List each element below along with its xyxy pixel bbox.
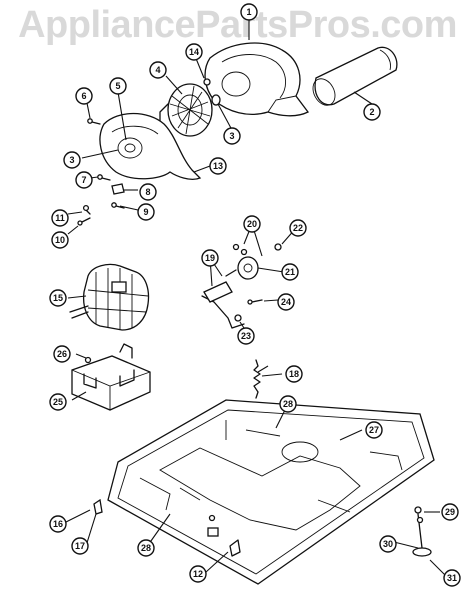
callout-24: 24 xyxy=(277,293,295,311)
svg-text:26: 26 xyxy=(57,349,67,359)
svg-text:11: 11 xyxy=(55,213,65,223)
callout-28b: 28 xyxy=(137,539,155,557)
screw-set xyxy=(77,118,125,226)
dryer-base xyxy=(107,399,435,585)
svg-text:18: 18 xyxy=(289,369,299,379)
callout-17: 17 xyxy=(71,537,89,555)
watermark: AppliancePartsPros.com xyxy=(18,4,457,46)
callout-7: 7 xyxy=(75,171,93,189)
callout-13: 13 xyxy=(209,157,227,175)
svg-text:20: 20 xyxy=(247,219,257,229)
leveling-leg xyxy=(412,506,432,557)
callout-1: 1 xyxy=(240,3,258,21)
callout-5: 5 xyxy=(109,77,127,95)
blower-housing xyxy=(204,42,309,117)
svg-text:25: 25 xyxy=(53,397,63,407)
callout-16: 16 xyxy=(49,515,67,533)
svg-text:28: 28 xyxy=(141,543,151,553)
callout-11: 11 xyxy=(51,209,69,227)
svg-text:7: 7 xyxy=(81,175,86,185)
callout-2: 2 xyxy=(363,103,381,121)
callout-29: 29 xyxy=(441,503,459,521)
idler-assembly xyxy=(201,243,282,329)
svg-text:2: 2 xyxy=(369,107,374,117)
svg-text:13: 13 xyxy=(213,161,223,171)
svg-text:1: 1 xyxy=(246,7,251,17)
exhaust-duct xyxy=(312,46,398,106)
svg-text:14: 14 xyxy=(189,47,199,57)
svg-text:4: 4 xyxy=(155,65,160,75)
svg-text:28: 28 xyxy=(283,399,293,409)
callout-25: 25 xyxy=(49,393,67,411)
svg-text:15: 15 xyxy=(53,293,63,303)
svg-text:19: 19 xyxy=(205,253,215,263)
callout-18: 18 xyxy=(285,365,303,383)
callout-9: 9 xyxy=(137,203,155,221)
svg-text:16: 16 xyxy=(53,519,63,529)
svg-text:17: 17 xyxy=(75,541,85,551)
callout-21: 21 xyxy=(281,263,299,281)
svg-text:23: 23 xyxy=(241,331,251,341)
svg-text:22: 22 xyxy=(293,223,303,233)
callout-12: 12 xyxy=(189,565,207,583)
svg-text:21: 21 xyxy=(285,267,295,277)
svg-text:31: 31 xyxy=(447,573,457,583)
callout-28: 28 xyxy=(279,395,297,413)
callout-19: 19 xyxy=(201,249,219,267)
callout-20: 20 xyxy=(243,215,261,233)
blower-cover-plate xyxy=(99,112,202,180)
idler-spring xyxy=(253,359,261,399)
callout-15: 15 xyxy=(49,289,67,307)
svg-text:5: 5 xyxy=(115,81,120,91)
svg-text:24: 24 xyxy=(281,297,291,307)
callout-30: 30 xyxy=(379,535,397,553)
drive-motor xyxy=(69,263,150,331)
svg-text:3: 3 xyxy=(229,131,234,141)
svg-text:8: 8 xyxy=(145,187,150,197)
callout-14: 14 xyxy=(185,43,203,61)
svg-text:30: 30 xyxy=(383,539,393,549)
svg-text:3: 3 xyxy=(69,155,74,165)
leader-lines xyxy=(65,20,447,577)
callout-8: 8 xyxy=(139,183,157,201)
svg-text:27: 27 xyxy=(369,425,379,435)
callout-4: 4 xyxy=(149,61,167,79)
svg-text:29: 29 xyxy=(445,507,455,517)
washer-small xyxy=(203,78,221,106)
callout-6: 6 xyxy=(75,87,93,105)
callout-23: 23 xyxy=(237,327,255,345)
base-clip xyxy=(93,498,103,515)
callout-31: 31 xyxy=(443,569,461,587)
callout-10: 10 xyxy=(51,231,69,249)
svg-text:10: 10 xyxy=(55,235,65,245)
callout-22: 22 xyxy=(289,219,307,237)
svg-text:6: 6 xyxy=(81,91,86,101)
callout-3b: 3 xyxy=(63,151,81,169)
motor-mount xyxy=(71,343,151,411)
svg-text:9: 9 xyxy=(143,207,148,217)
svg-text:12: 12 xyxy=(193,569,203,579)
callout-3: 3 xyxy=(223,127,241,145)
callout-27: 27 xyxy=(365,421,383,439)
callout-26: 26 xyxy=(53,345,71,363)
